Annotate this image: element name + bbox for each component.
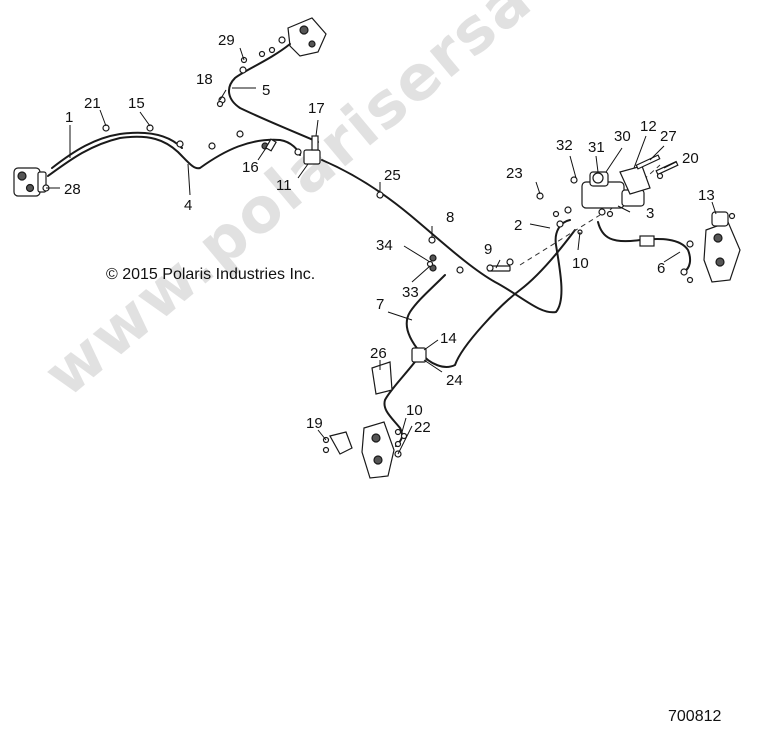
bolts-27-20 [635,154,679,180]
callout-6: 6 [657,260,665,277]
callout-24: 24 [446,372,463,389]
brake-line-6 [597,221,692,273]
bracket-26 [371,361,393,395]
callout-25: 25 [384,167,401,184]
master-cylinder [556,171,645,228]
bracket-6 [577,229,694,284]
brake-line-4 [51,131,183,169]
callout-12: 12 [640,118,657,135]
rear-fittings [394,428,408,448]
callout-33: 33 [402,284,419,301]
callout-20: 20 [682,150,699,167]
callout-32: 32 [556,137,573,154]
callout-22: 22 [414,419,431,436]
part-19 [322,431,353,455]
callout-4: 4 [184,197,192,214]
callout-11: 11 [276,177,292,194]
right-caliper-13 [703,211,741,283]
leader-lines [46,47,717,455]
copyright-notice: © 2015 Polaris Industries Inc. [106,266,316,283]
callout-7: 7 [376,296,384,313]
callout-15: 15 [128,95,145,112]
callout-17: 17 [308,100,325,117]
callout-13: 13 [698,187,715,204]
callout-19: 19 [306,415,323,432]
brake-line-25 [321,159,571,314]
callout-1: 1 [65,109,73,126]
callout-23: 23 [506,165,523,182]
callout-34: 34 [376,237,393,254]
callout-18: 18 [196,71,213,88]
tee-14 [411,347,427,363]
callout-5: 5 [262,82,270,99]
callout-2: 2 [514,217,522,234]
callout-27: 27 [660,128,677,145]
line-clips-top [218,66,247,104]
callout-30: 30 [614,128,631,145]
junction-block [303,135,321,165]
top-caliper [258,17,327,58]
left-front-caliper [13,167,50,197]
callout-21: 21 [84,95,101,112]
reservoir-12 [619,165,651,195]
callout-31: 31 [588,139,605,156]
callout-numbers: 1 2 3 4 5 6 7 8 9 10 10 11 12 13 14 15 1… [64,32,715,436]
callout-29: 29 [218,32,235,49]
brake-line-7 [405,229,576,368]
callout-8: 8 [446,209,454,226]
callout-16: 16 [242,159,259,176]
rear-caliper [361,421,402,479]
callout-26: 26 [370,345,387,362]
brake-line-5 [228,43,319,143]
brake-line-1 [47,135,301,177]
bolt-9 [486,264,511,272]
callout-28: 28 [64,181,81,198]
axis-line-1 [519,214,601,266]
diagram-code: 700812 [668,708,722,725]
callout-14: 14 [440,330,457,347]
callout-3: 3 [646,205,654,222]
callout-10-upper: 10 [572,255,589,272]
callout-9: 9 [484,241,492,258]
callout-10-lower: 10 [406,402,423,419]
